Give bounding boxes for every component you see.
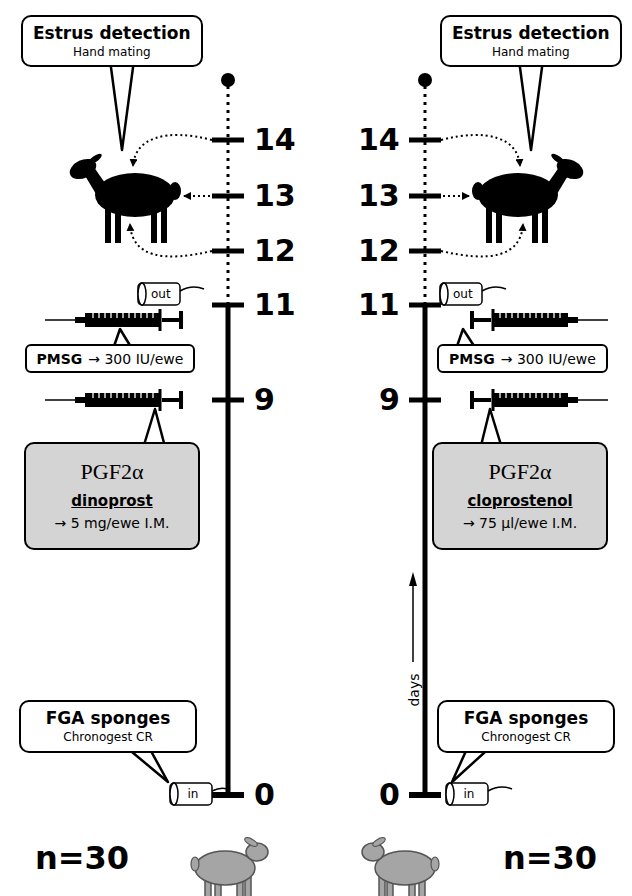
box-text: FGA sponges <box>451 708 601 729</box>
day-number: 9 <box>254 383 275 417</box>
callout-tails <box>110 60 543 782</box>
sponge-label: in <box>188 787 199 801</box>
treatment-box: PGF2α dinoprost→ 5 mg/ewe I.M. <box>24 442 200 550</box>
box-text: → 300 IU/ewe <box>501 351 596 367</box>
day-number: 13 <box>254 179 296 213</box>
sponge-callout: FGA spongesChronogest CR <box>19 700 197 753</box>
box-text: Hand mating <box>452 44 610 60</box>
box-text: Chronogest CR <box>451 729 601 745</box>
box-text: FGA sponges <box>33 708 183 729</box>
box-text: cloprostenol <box>448 490 592 512</box>
left-timeline <box>45 73 244 797</box>
callout-box: Estrus detectionHand mating <box>440 15 622 67</box>
box-text: dinoprost <box>40 490 184 512</box>
day-number: 13 <box>358 179 400 213</box>
box-text: Estrus detection <box>452 22 610 44</box>
day-number: 11 <box>254 288 296 322</box>
box-text: Estrus detection <box>33 22 191 44</box>
box-text: → 5 mg/ewe I.M. <box>40 512 184 534</box>
axis-label: days <box>405 673 421 706</box>
lamb-figure <box>362 836 439 896</box>
days-arrow <box>409 572 417 662</box>
sponge-label: in <box>464 787 475 801</box>
box-text: Hand mating <box>33 44 191 60</box>
sponge-callout: FGA spongesChronogest CR <box>437 700 615 753</box>
lamb-figure <box>191 836 268 896</box>
sponge-label: out <box>453 287 473 301</box>
dose-callout: PMSG → 300 IU/ewe <box>437 344 608 373</box>
callout-box: Estrus detectionHand mating <box>21 15 203 67</box>
day-number: 14 <box>358 123 400 157</box>
day-number: 9 <box>379 383 400 417</box>
box-text: Chronogest CR <box>33 729 183 745</box>
box-text: PGF2α <box>40 458 184 486</box>
sponge-label: out <box>151 287 171 301</box>
box-text: PGF2α <box>448 458 592 486</box>
day-number: 11 <box>358 288 400 322</box>
box-text: → 75 μl/ewe I.M. <box>448 512 592 534</box>
day-number: 14 <box>254 123 296 157</box>
group-size: n=30 <box>503 839 597 877</box>
group-size: n=30 <box>35 839 129 877</box>
box-text: PMSG <box>449 351 495 367</box>
box-text: → 300 IU/ewe <box>88 351 183 367</box>
day-number: 0 <box>379 778 400 812</box>
box-text: PMSG <box>37 351 83 367</box>
right-timeline <box>409 73 608 797</box>
day-number: 12 <box>358 234 400 268</box>
day-number: 12 <box>254 234 296 268</box>
treatment-box: PGF2α cloprostenol→ 75 μl/ewe I.M. <box>432 442 608 550</box>
dose-callout: PMSG → 300 IU/ewe <box>25 344 196 373</box>
day-number: 0 <box>254 778 275 812</box>
